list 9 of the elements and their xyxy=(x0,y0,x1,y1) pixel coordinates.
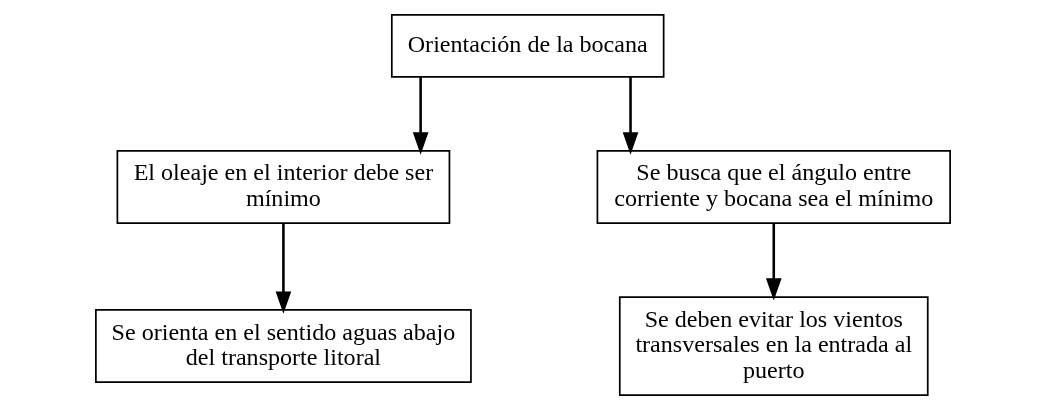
node-box: El oleaje en el interior debe ser mínimo xyxy=(116,149,451,224)
arrow xyxy=(412,77,429,155)
node-box: Orientación de la bocana xyxy=(390,14,665,78)
arrow xyxy=(275,223,292,314)
node-box: Se orienta en el sentido aguas abajo del transporte litoral xyxy=(95,309,472,384)
node-box: Se busca que el ángulo entre corriente y bocana sea el mínimo xyxy=(596,149,951,224)
arrow xyxy=(765,223,782,301)
node-box: Se deben evitar los vientos transversales en la entrada al puerto xyxy=(618,296,929,396)
arrow xyxy=(622,77,639,155)
